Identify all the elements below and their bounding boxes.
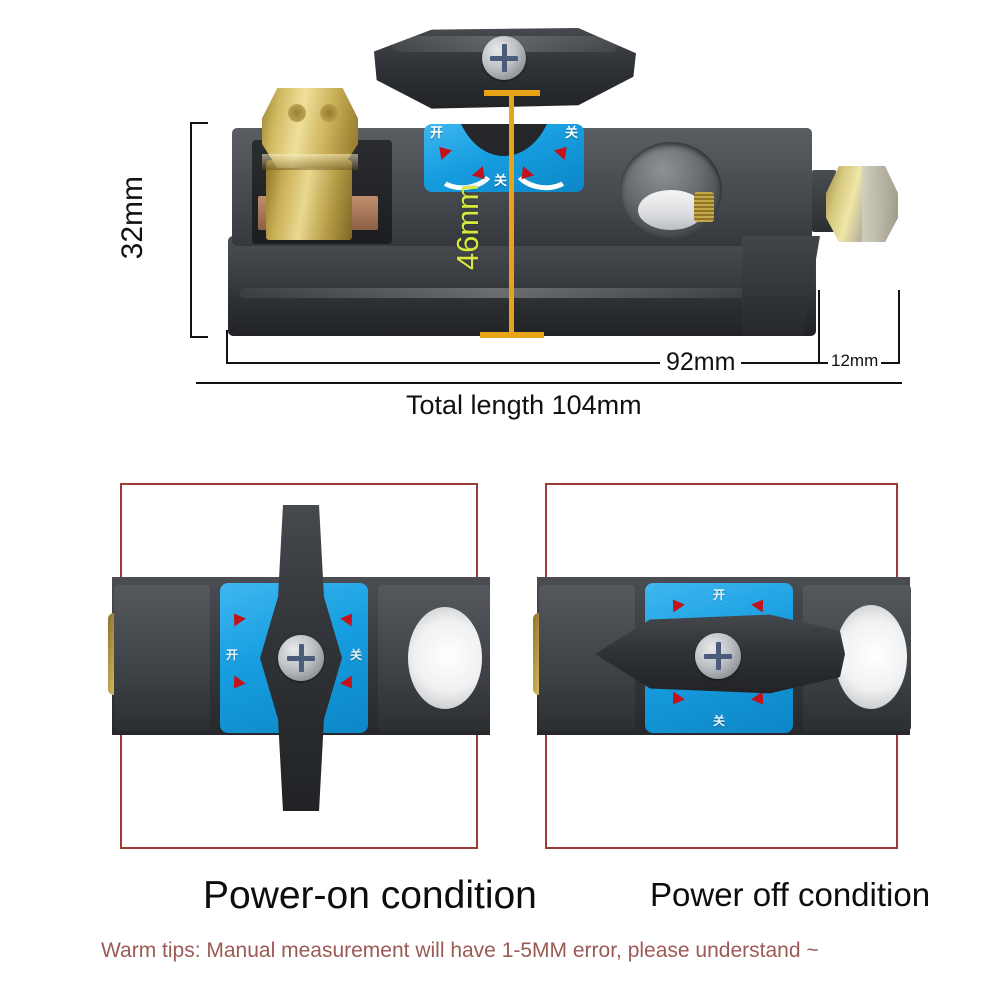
dim-label-32mm: 32mm [116,176,149,260]
dim-leader-right [898,290,900,364]
sticker-on-label-left: 开 [226,648,239,662]
dim-total-line [196,382,902,384]
hero-product-photo: 开 关 关 32mm [0,0,1000,440]
mounting-hole-thread [694,192,714,222]
knob-screw-cross-icon [490,44,518,72]
dim-92mm-tick-right [818,348,820,364]
panel-power-off: 开 关 [533,483,911,849]
warm-tips-note: Warm tips: Manual measurement will have … [101,939,819,962]
dim-46mm-line [509,90,514,338]
mounting-hole-on [408,607,482,709]
mounting-hole-off [835,605,907,709]
panel-power-on: 开 关 [108,483,490,849]
dim-label-total-length: Total length 104mm [398,392,650,419]
caption-power-on: Power-on condition [203,874,537,917]
dim-92mm-line [226,362,820,364]
brass-nut-marking-left [288,104,306,122]
sticker-label-open: 开 [430,126,444,141]
dim-label-46mm: 46mm [450,184,485,271]
sticker-off-label-bottom: 关 [713,714,726,728]
sticker-arrow-on-lower-left [228,675,246,693]
caption-power-off: Power off condition [650,876,931,913]
knob-screw-cross-icon-on [287,644,315,672]
dim-32mm-tick-top [190,122,208,124]
switch-base-slab [228,236,816,336]
knob-screw-cross-icon-off [704,642,732,670]
sticker-label-close: 关 [564,126,578,141]
sticker-arrow-on-upper-right [340,609,358,627]
switch-direction-sticker: 开 关 关 [424,124,584,192]
sticker-arrow-off-upper-right [751,595,769,613]
bar-segment-left-on [114,585,210,731]
sticker-arrow-on-lower-right [340,675,358,693]
sticker-arrow-off-lower-right [751,691,769,709]
dim-leader-left [226,330,228,364]
sticker-label-center: 关 [494,174,508,189]
zinc-nut-shade [862,166,898,242]
mounting-hole-inner-post [638,190,704,230]
dim-92mm-tick-left [226,348,228,364]
sticker-arrow-on-upper-left [228,609,246,627]
brass-nut-marking-right [320,104,338,122]
sticker-arrow-off-lower-left [667,691,685,709]
dim-label-12mm: 12mm [828,352,882,369]
sticker-arrow-off-upper-left [667,595,685,613]
dim-32mm-tick-bottom [190,336,208,338]
dim-32mm-line [190,122,192,338]
dim-12mm-tick-right [898,348,900,364]
sticker-off-label-top: 开 [713,588,726,602]
dim-label-92mm: 92mm [660,350,742,375]
brass-terminal-post [266,160,352,240]
dim-leader-mid [818,290,820,364]
brass-nut-bevel [262,154,358,170]
sticker-on-label-right: 关 [349,648,362,662]
dim-46mm-cap-bottom [480,332,544,338]
